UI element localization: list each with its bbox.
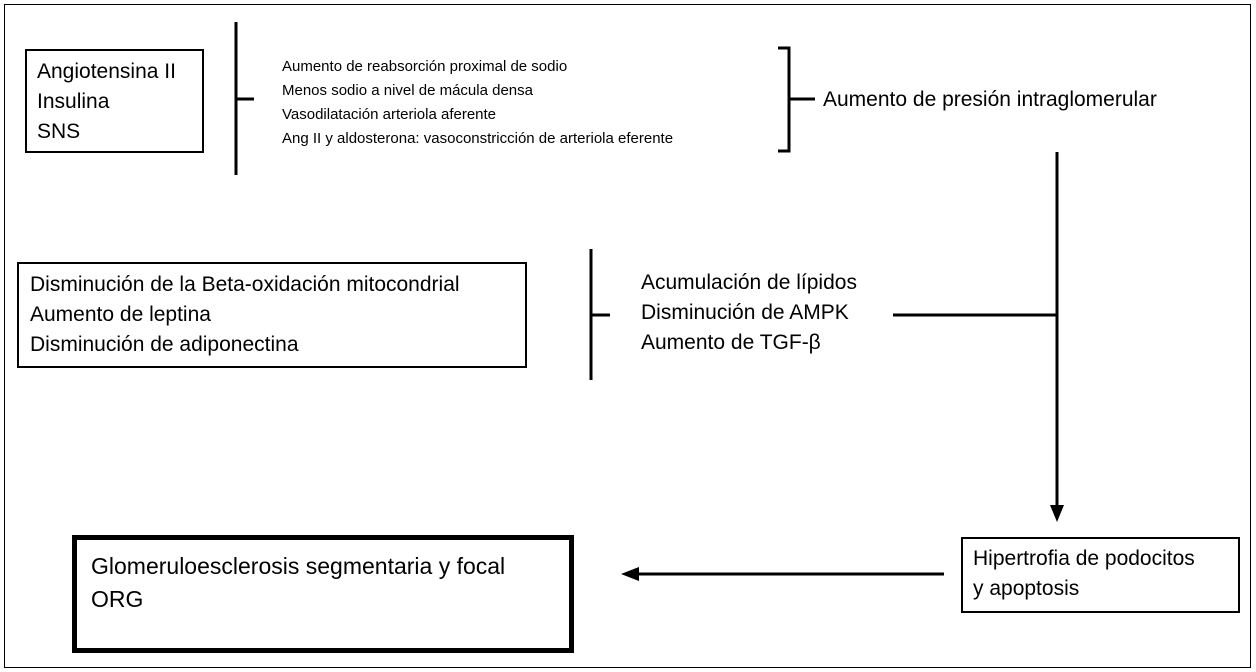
final-line: Glomeruloesclerosis segmentaria y focal <box>91 553 506 579</box>
box-2-line: Disminución de la Beta-oxidación mitocon… <box>30 273 460 296</box>
left-arrow-head <box>621 567 639 581</box>
mechanism-1-line: Aumento de reabsorción proximal de sodio <box>282 58 568 75</box>
podocyte-line: Hipertrofia de podocitos <box>973 547 1195 570</box>
final-line: ORG <box>91 586 144 612</box>
mechanism-2-line: Acumulación de lípidos <box>641 271 857 294</box>
box-hipertrofia-podocitos: Hipertrofia de podocitos y apoptosis <box>961 537 1240 613</box>
mechanism-2-line: Disminución de AMPK <box>641 301 849 324</box>
mechanism-2-line: Aumento de TGF-β <box>641 331 821 354</box>
box-glomeruloesclerosis: Glomeruloesclerosis segmentaria y focal … <box>72 535 574 653</box>
box-beta-oxidacion: Disminución de la Beta-oxidación mitocon… <box>17 262 527 368</box>
mechanism-1-line: Menos sodio a nivel de mácula densa <box>282 82 533 99</box>
mechanism-1-line: Vasodilatación arteriola aferente <box>282 106 497 123</box>
box-1-line: SNS <box>37 120 81 143</box>
box-2-line: Disminución de adiponectina <box>30 333 299 356</box>
result-presion: Aumento de presión intraglomerular <box>823 88 1157 111</box>
box-2-line: Aumento de leptina <box>30 303 211 326</box>
bracket-2-curly <box>778 46 815 153</box>
box-angiotensina: Angiotensina II Insulina SNS <box>25 49 204 153</box>
mechanisms-1: Aumento de reabsorción proximal de sodio… <box>282 55 673 151</box>
down-arrow-head <box>1050 505 1064 522</box>
outer-frame <box>4 4 1251 668</box>
mechanisms-2: Acumulación de lípidos Disminución de AM… <box>641 268 857 358</box>
box-1-line: Insulina <box>37 90 110 113</box>
mechanism-1-line: Ang II y aldosterona: vasoconstricción d… <box>282 130 674 147</box>
box-1-line: Angiotensina II <box>37 60 176 83</box>
podocyte-line: y apoptosis <box>973 577 1080 600</box>
